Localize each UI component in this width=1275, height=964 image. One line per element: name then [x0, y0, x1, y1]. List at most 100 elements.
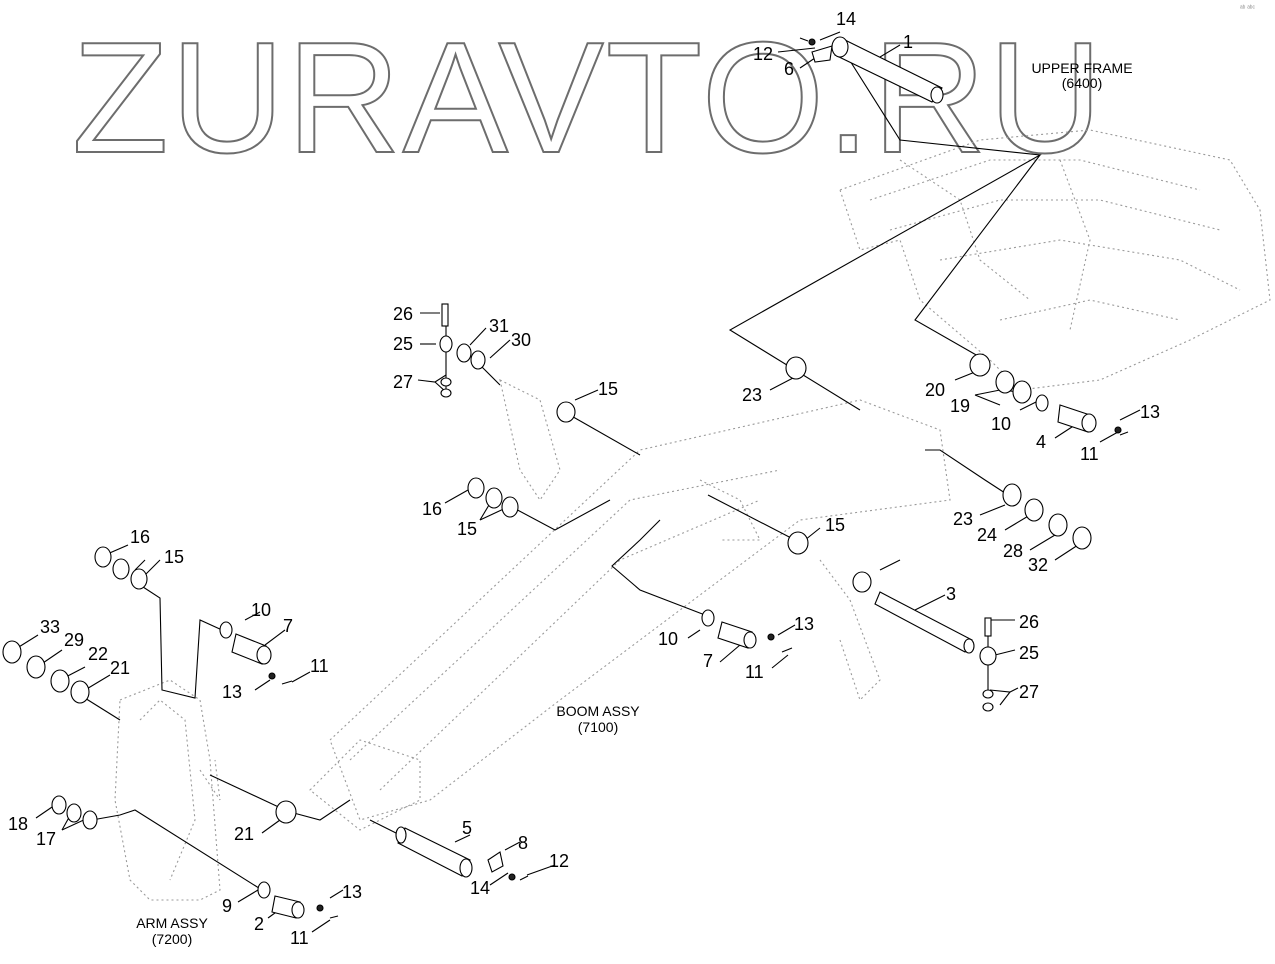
callout-number: 31	[489, 316, 509, 336]
bolt-11-right	[1119, 431, 1129, 436]
shim-17-a	[66, 803, 82, 823]
callout-number: 27	[393, 372, 413, 392]
plate-6	[811, 45, 833, 63]
nut-27-top-b	[440, 388, 452, 398]
callout-number: 22	[88, 644, 108, 664]
callout-number: 26	[1019, 612, 1039, 632]
pin-1	[831, 36, 944, 104]
callout-number: 15	[457, 519, 477, 539]
washer-13-right	[1114, 426, 1122, 434]
callout-number: 6	[784, 59, 794, 79]
callout-number: 7	[283, 616, 293, 636]
shim-28	[1048, 513, 1068, 537]
washer-13-mid	[767, 633, 775, 641]
callout-number: 11	[1080, 444, 1099, 464]
plate-8	[487, 851, 504, 873]
bolt-11-left	[281, 680, 293, 685]
parts	[2, 36, 1129, 919]
watermark-text: ZURAVTO.RU	[72, 10, 1104, 186]
bolt-26-right	[984, 617, 992, 637]
callout-number: 18	[8, 814, 28, 834]
shim-18	[51, 795, 67, 815]
callout-number: 23	[742, 385, 762, 405]
washer-13-left	[268, 672, 276, 680]
callout-number: 15	[598, 379, 618, 399]
callout-number: 24	[977, 525, 997, 545]
shim-23-right	[1002, 483, 1022, 507]
bolt-12-low	[519, 875, 529, 881]
callout-number: 2	[254, 914, 264, 934]
shim-15-right	[852, 571, 872, 593]
block-25-right	[979, 646, 997, 666]
pin-2	[271, 895, 305, 919]
callout-number: 15	[164, 547, 184, 567]
shim-15-mid-a	[485, 487, 503, 509]
washer-14-low	[508, 873, 516, 881]
ring-10-right	[1035, 394, 1049, 412]
boom-assy-code: (7100)	[578, 719, 618, 735]
pin-7-left	[231, 633, 272, 665]
callout-number: 25	[393, 334, 413, 354]
leader-lines	[13, 31, 1141, 933]
shim-24	[1024, 498, 1044, 522]
shim-23-top	[785, 356, 807, 380]
callout-number: 12	[753, 44, 773, 64]
callout-number: 4	[1036, 432, 1046, 452]
callout-number: 13	[794, 614, 814, 634]
callout-number: 5	[462, 818, 472, 838]
callout-number: 7	[703, 651, 713, 671]
callout-number: 9	[222, 896, 232, 916]
arm-assy-code: (7200)	[152, 931, 192, 947]
callout-number: 15	[825, 515, 845, 535]
nut-27-top-a	[440, 377, 452, 387]
shim-21-left	[70, 680, 90, 704]
shim-20	[969, 353, 991, 377]
shim-19-b	[1012, 380, 1032, 404]
shim-29	[26, 655, 46, 679]
callout-number: 11	[310, 656, 329, 676]
callout-number: 19	[950, 396, 970, 416]
callout-number: 13	[222, 682, 242, 702]
callout-number: 12	[549, 851, 569, 871]
shim-15-left-b	[130, 568, 148, 590]
washer-31	[456, 343, 472, 363]
bolt-26-top	[441, 303, 449, 327]
pin-7-mid	[717, 621, 757, 649]
washer-14-top	[808, 38, 816, 46]
shim-15-mid-b	[501, 496, 519, 518]
boom-assy-label: BOOM ASSY	[556, 703, 640, 719]
callout-number: 16	[130, 527, 150, 547]
callout-number: 14	[836, 9, 856, 29]
callout-number: 1	[903, 32, 913, 52]
callout-number: 17	[36, 829, 56, 849]
pin-3	[874, 591, 975, 654]
callout-number: 23	[953, 509, 973, 529]
callout-number: 11	[745, 662, 764, 682]
callout-number: 32	[1028, 555, 1048, 575]
callout-number: 14	[470, 878, 490, 898]
shim-16-left	[94, 546, 112, 568]
boom-outline	[309, 378, 951, 831]
callout-number: 28	[1003, 541, 1023, 561]
shim-15-a	[556, 401, 576, 423]
ring-9	[257, 881, 271, 899]
shim-16-mid	[467, 477, 485, 499]
ring-10-left	[219, 621, 233, 639]
shim-17-b	[82, 810, 98, 830]
shim-15-left-a	[112, 558, 130, 580]
callout-numbers: 14 1 12 6 26 25 31 30 27 15 23 20 19 10 …	[8, 9, 1160, 948]
bolt-12-top	[799, 37, 809, 42]
nut-27-right-a	[982, 689, 994, 699]
pin-5	[395, 826, 473, 878]
shim-33	[2, 640, 22, 664]
callout-number: 16	[422, 499, 442, 519]
callout-number: 10	[658, 629, 678, 649]
ring-10-mid	[701, 609, 715, 627]
callout-number: 10	[251, 600, 271, 620]
block-25-top	[439, 335, 453, 353]
callout-number: 21	[110, 658, 130, 678]
callout-number: 3	[946, 584, 956, 604]
arm-outline	[114, 679, 221, 901]
callout-number: 13	[1140, 402, 1160, 422]
